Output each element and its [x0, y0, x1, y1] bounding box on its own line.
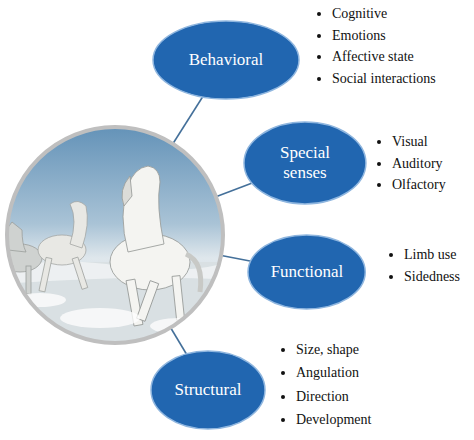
- ellipse-shape: [248, 235, 365, 309]
- category-label: Structural: [174, 380, 241, 400]
- bullet-item: Sidedness: [404, 266, 460, 288]
- category-ellipse: Functional: [247, 234, 366, 310]
- ellipse-shape: [244, 122, 366, 204]
- bullet-item: Limb use: [404, 244, 460, 266]
- bullet-item: Direction: [296, 385, 371, 408]
- category-ellipse: Structural: [150, 350, 266, 430]
- bullet-list: VisualAuditoryOlfactory: [376, 131, 446, 196]
- bullet-item: Cognitive: [332, 3, 436, 25]
- bullet-item: Development: [296, 408, 371, 431]
- category-label: Special senses: [267, 143, 343, 182]
- bullet-item: Affective state: [332, 46, 436, 68]
- bullet-list: CognitiveEmotionsAffective stateSocial i…: [316, 3, 436, 89]
- category-ellipse: Behavioral: [152, 20, 300, 100]
- bullet-item: Angulation: [296, 361, 371, 384]
- bullet-list: Limb useSidedness: [388, 244, 460, 288]
- bullet-list: Size, shapeAngulationDirectionDevelopmen…: [280, 338, 371, 431]
- ellipse-shape: [151, 351, 265, 429]
- bullet-item: Visual: [392, 131, 446, 153]
- horse-photo: [0, 120, 230, 352]
- category-label: Functional: [271, 262, 344, 282]
- bullet-item: Social interactions: [332, 68, 436, 90]
- ellipse-shape: [153, 21, 299, 99]
- category-ellipse: Special senses: [243, 121, 367, 205]
- bullet-item: Olfactory: [392, 174, 446, 196]
- category-label: Behavioral: [189, 50, 264, 70]
- bullet-item: Auditory: [392, 153, 446, 175]
- bullet-item: Size, shape: [296, 338, 371, 361]
- bullet-item: Emotions: [332, 25, 436, 47]
